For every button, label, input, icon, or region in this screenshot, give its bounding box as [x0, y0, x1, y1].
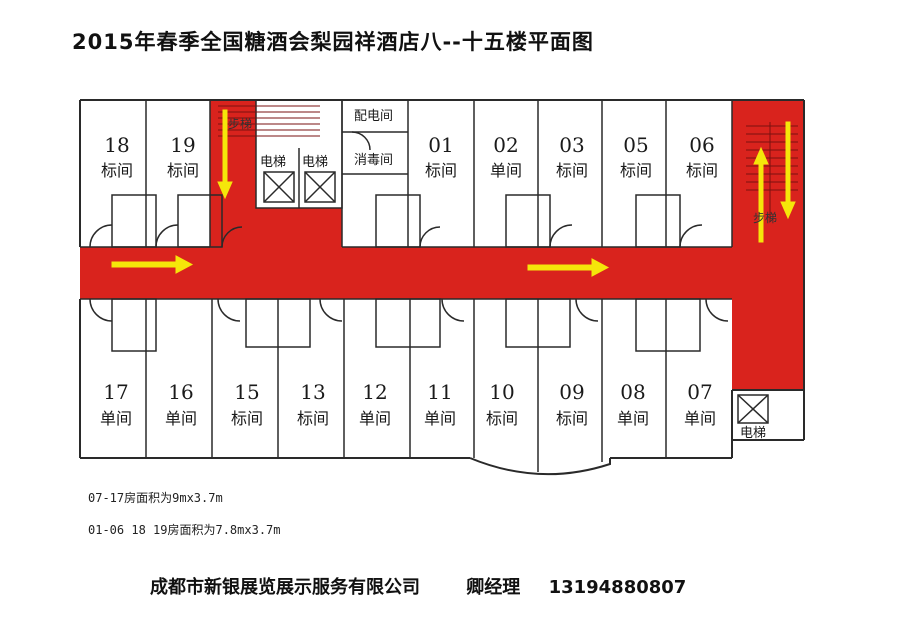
room-number: 07: [687, 380, 712, 404]
arrow-right-icon: [111, 255, 194, 274]
elevator-2-label: 电梯: [302, 155, 328, 170]
bottom-room-walls: [80, 298, 732, 472]
area-note-1: 07-17房面积为9mx3.7m: [88, 491, 223, 505]
elevator-3-label: 电梯: [740, 426, 766, 441]
room-number: 13: [300, 380, 325, 404]
room-06[interactable]: 06 标间: [686, 133, 718, 180]
room-type: 标间: [556, 161, 588, 180]
arrow-right-icon: [527, 258, 610, 277]
room-type: 单间: [684, 409, 716, 428]
room-15[interactable]: 15 标间: [231, 380, 263, 428]
evacuation-arrows: [111, 109, 796, 277]
room-type: 标间: [686, 161, 718, 180]
bottom-wall-curve: [469, 457, 611, 476]
arrow-down-icon: [217, 109, 233, 200]
room-type: 标间: [101, 161, 133, 180]
room-number: 18: [104, 133, 129, 157]
room-08[interactable]: 08 单间: [617, 380, 649, 428]
room-07[interactable]: 07 单间: [684, 380, 716, 428]
arrow-down-icon: [780, 121, 796, 220]
room-type: 标间: [297, 409, 329, 428]
contact-name: 卿经理: [466, 577, 521, 598]
room-type: 标间: [556, 409, 588, 428]
power-room-label: 配电间: [354, 109, 393, 124]
room-09[interactable]: 09 标间: [556, 380, 588, 428]
room-number: 11: [427, 380, 452, 404]
room-number: 19: [170, 133, 195, 157]
outer-walls: [79, 99, 805, 476]
contact-phone[interactable]: 13194880807: [548, 577, 687, 598]
room-17[interactable]: 17 单间: [100, 380, 132, 428]
room-16[interactable]: 16 单间: [165, 380, 197, 428]
room-type: 标间: [620, 161, 652, 180]
stairs-left-label: 步梯: [228, 117, 252, 131]
room-number: 01: [428, 133, 453, 157]
room-number: 17: [103, 380, 128, 404]
arrow-up-icon: [753, 146, 769, 243]
room-type: 标间: [425, 161, 457, 180]
room-number: 05: [623, 133, 648, 157]
floor-plan: 18 标间 19 标间 01 标间 02 单间 03 标间 05 标间 06 标…: [70, 92, 810, 482]
room-type: 单间: [424, 409, 456, 428]
footer: 成都市新银展览展示服务有限公司 卿经理 13194880807: [150, 573, 686, 599]
room-type: 单间: [165, 409, 197, 428]
room-10[interactable]: 10 标间: [486, 380, 518, 428]
elevator-3: [737, 394, 769, 424]
room-13[interactable]: 13 标间: [297, 380, 329, 428]
room-18[interactable]: 18 标间: [101, 133, 133, 180]
room-01[interactable]: 01 标间: [425, 133, 457, 180]
room-number: 06: [689, 133, 714, 157]
room-type: 单间: [359, 409, 391, 428]
page-title: 2015年春季全国糖酒会梨园祥酒店八--十五楼平面图: [72, 30, 594, 54]
company-name: 成都市新银展览展示服务有限公司: [150, 577, 420, 598]
room-type: 标间: [486, 409, 518, 428]
room-type: 单间: [490, 161, 522, 180]
elevator-1-label: 电梯: [260, 155, 286, 170]
room-03[interactable]: 03 标间: [556, 133, 588, 180]
area-note-2: 01-06 18 19房面积为7.8mx3.7m: [88, 523, 281, 537]
main-corridor: [80, 247, 755, 299]
bottom-rooms: 17 单间 16 单间 15 标间 13 标间 12 单间 11 单间 10 标…: [100, 380, 716, 428]
disinfection-room-label: 消毒间: [354, 153, 393, 168]
room-12[interactable]: 12 单间: [359, 380, 391, 428]
stairs-right-label: 步梯: [753, 211, 777, 225]
room-02[interactable]: 02 单间: [490, 133, 522, 180]
room-type: 标间: [167, 161, 199, 180]
room-number: 10: [489, 380, 514, 404]
room-number: 08: [620, 380, 645, 404]
room-type: 单间: [617, 409, 649, 428]
elevator-bank: [255, 99, 343, 209]
room-number: 16: [168, 380, 193, 404]
right-stair-core: [732, 100, 804, 390]
room-05[interactable]: 05 标间: [620, 133, 652, 180]
room-number: 02: [493, 133, 518, 157]
room-number: 15: [234, 380, 259, 404]
room-number: 12: [362, 380, 387, 404]
top-rooms: 18 标间 19 标间 01 标间 02 单间 03 标间 05 标间 06 标…: [101, 133, 718, 180]
room-number: 03: [559, 133, 584, 157]
room-type: 单间: [100, 409, 132, 428]
room-19[interactable]: 19 标间: [167, 133, 199, 180]
room-type: 标间: [231, 409, 263, 428]
room-11[interactable]: 11 单间: [424, 380, 456, 428]
room-number: 09: [559, 380, 584, 404]
floor-plan-svg: 18 标间 19 标间 01 标间 02 单间 03 标间 05 标间 06 标…: [79, 99, 805, 476]
left-stair-lines: [218, 105, 320, 137]
